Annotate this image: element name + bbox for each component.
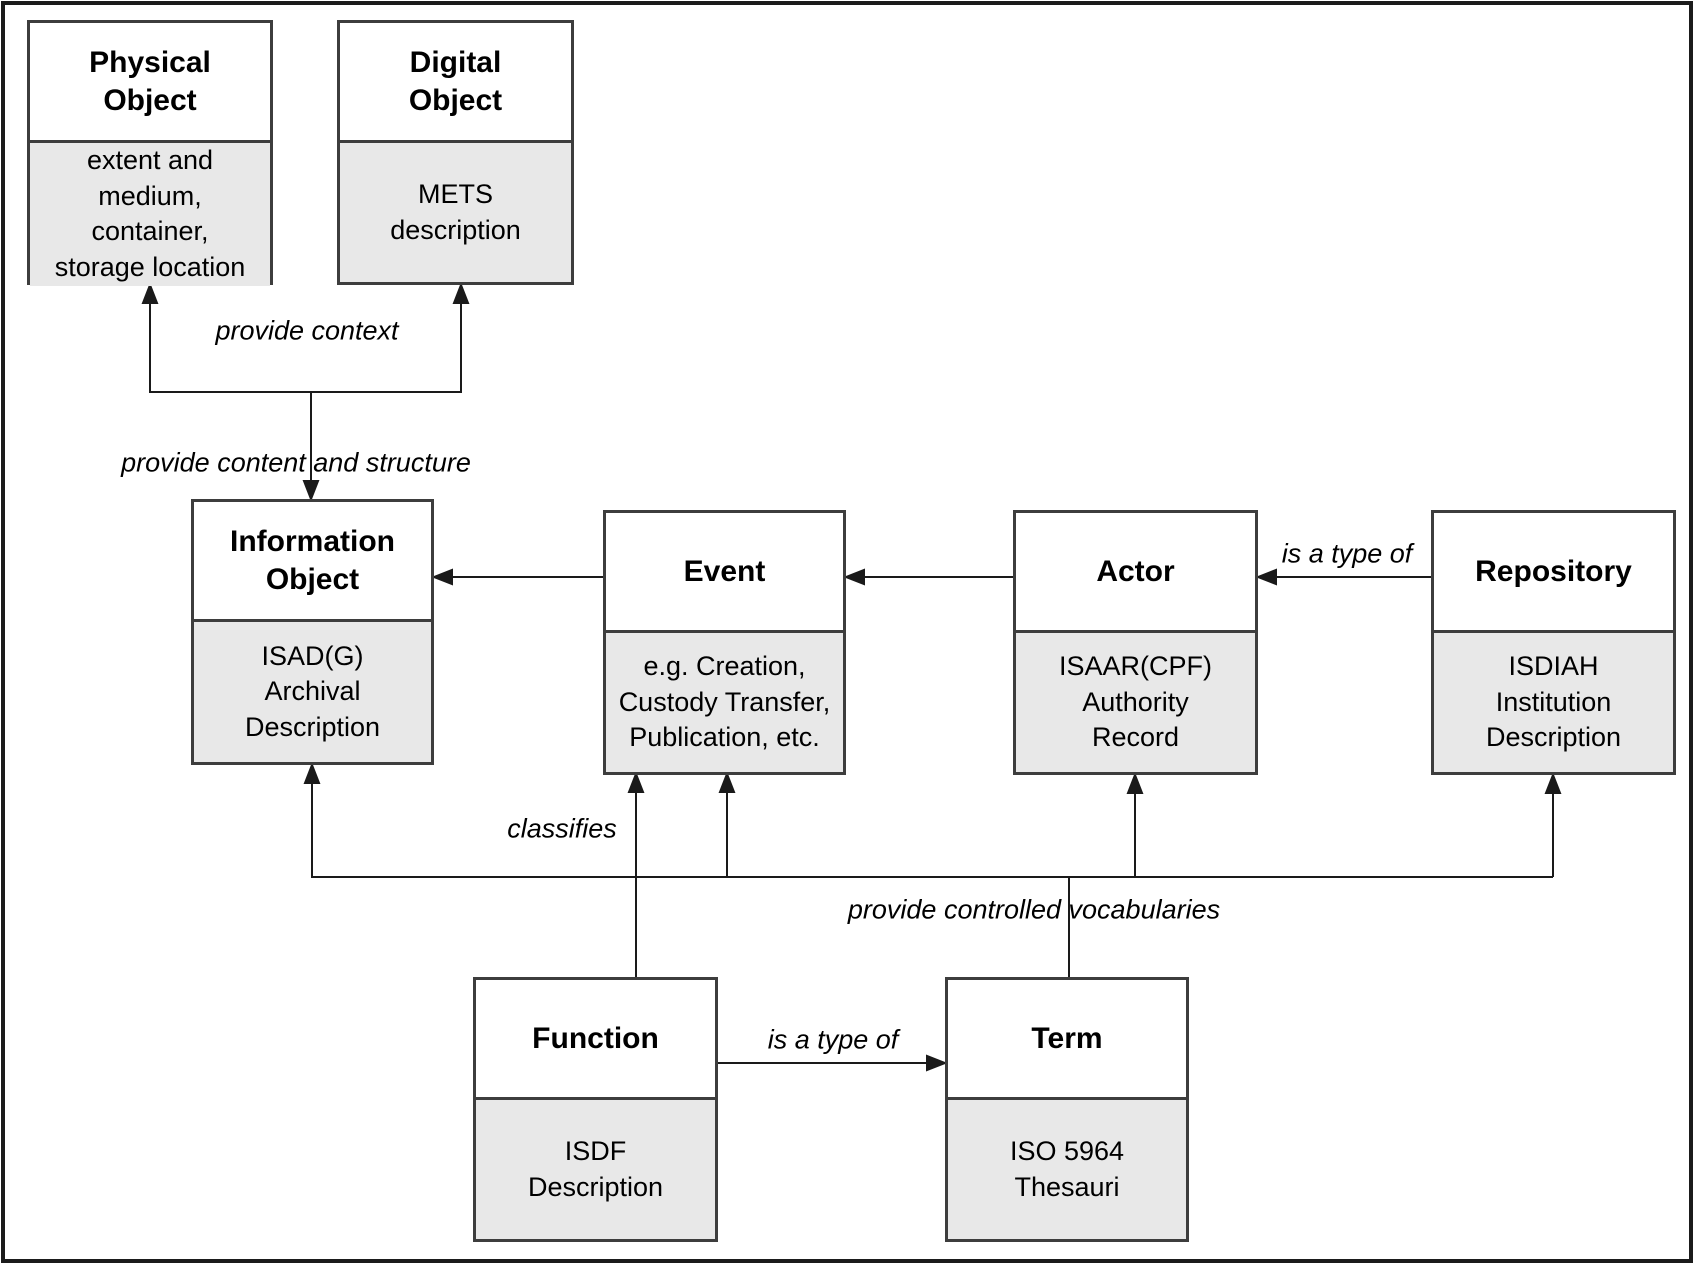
entity-physical-object-detail: extent and medium, container, storage lo…	[30, 143, 270, 286]
entity-digital-object-title: Digital Object	[340, 23, 571, 143]
entity-information-object-detail: ISAD(G) Archival Description	[194, 622, 431, 762]
arrow-actor-to-event	[843, 568, 1013, 586]
entity-actor-title: Actor	[1016, 513, 1255, 633]
entity-function-title: Function	[476, 980, 715, 1100]
arrow-provide-context	[141, 282, 470, 502]
arrow-event-to-information-object	[431, 568, 603, 586]
entity-event: Event e.g. Creation, Custody Transfer, P…	[603, 510, 846, 775]
arrow-term-provides-vocabularies	[303, 762, 1562, 977]
arrow-repository-to-actor	[1255, 568, 1431, 586]
entity-physical-object-title: Physical Object	[30, 23, 270, 143]
entity-actor: Actor ISAAR(CPF) Authority Record	[1013, 510, 1258, 775]
arrow-function-classifies-event	[627, 771, 645, 977]
label-provide-context: provide context	[215, 315, 399, 346]
entity-repository-detail: ISDIAH Institution Description	[1434, 633, 1673, 772]
label-classifies: classifies	[507, 813, 617, 844]
entity-function-detail: ISDF Description	[476, 1100, 715, 1239]
entity-term-detail: ISO 5964 Thesauri	[948, 1100, 1186, 1239]
entity-term-title: Term	[948, 980, 1186, 1100]
entity-digital-object: Digital Object METS description	[337, 20, 574, 285]
label-is-a-type-of-repository-actor: is a type of	[1281, 538, 1413, 569]
label-provide-content-and-structure: provide content and structure	[121, 447, 471, 478]
entity-information-object-title: Information Object	[194, 502, 431, 622]
entity-information-object: Information Object ISAD(G) Archival Desc…	[191, 499, 434, 765]
entity-repository-title: Repository	[1434, 513, 1673, 633]
entity-physical-object: Physical Object extent and medium, conta…	[27, 20, 273, 286]
arrow-function-to-term	[717, 1054, 948, 1072]
entity-event-detail: e.g. Creation, Custody Transfer, Publica…	[606, 633, 843, 772]
label-provide-controlled-vocabularies: provide controlled vocabularies	[847, 894, 1221, 925]
entity-actor-detail: ISAAR(CPF) Authority Record	[1016, 633, 1255, 772]
label-is-a-type-of-function-term: is a type of	[767, 1024, 899, 1055]
entity-digital-object-detail: METS description	[340, 143, 571, 282]
entity-term: Term ISO 5964 Thesauri	[945, 977, 1189, 1242]
entity-event-title: Event	[606, 513, 843, 633]
entity-repository: Repository ISDIAH Institution Descriptio…	[1431, 510, 1676, 775]
entity-function: Function ISDF Description	[473, 977, 718, 1242]
